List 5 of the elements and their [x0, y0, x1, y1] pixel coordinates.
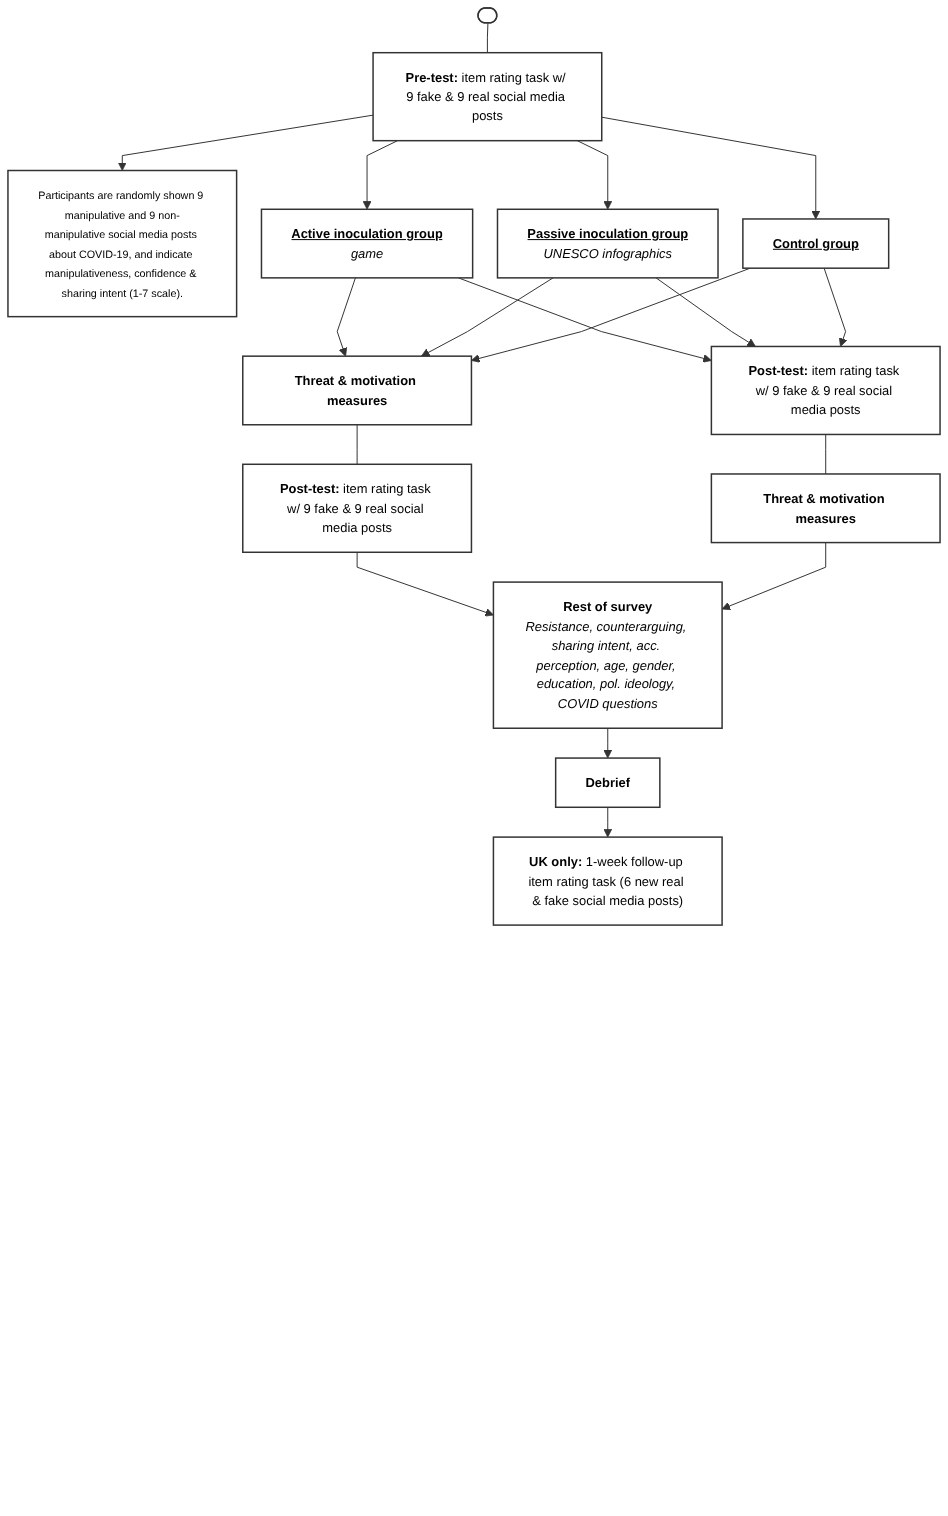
connector: [486, 22, 489, 54]
arrow: [721, 542, 827, 611]
connector: [356, 424, 358, 465]
arrow: [601, 116, 821, 220]
connector: [825, 433, 827, 475]
